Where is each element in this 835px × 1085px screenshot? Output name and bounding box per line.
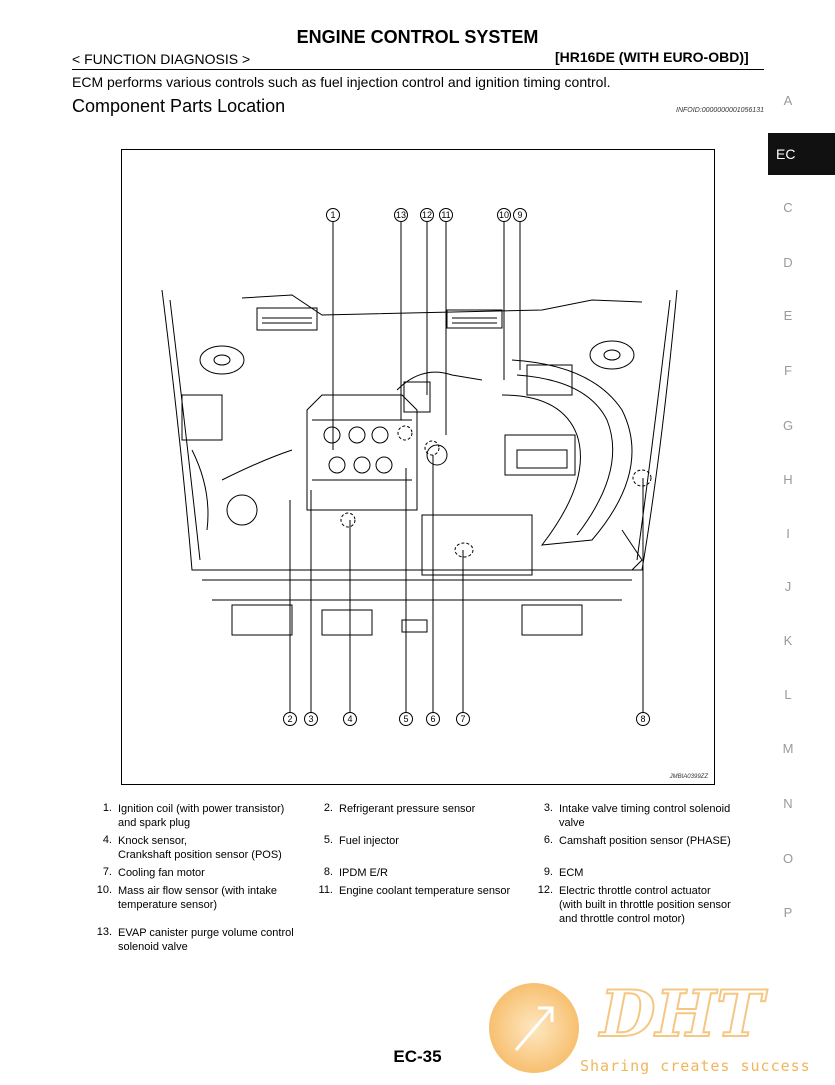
page-number: EC-35 bbox=[393, 1047, 442, 1066]
svg-text:10: 10 bbox=[499, 210, 509, 220]
callout-9: 9 bbox=[513, 208, 527, 222]
side-index-j[interactable]: J bbox=[784, 579, 792, 594]
intro-text: ECM performs various controls such as fu… bbox=[72, 74, 611, 90]
side-index-i[interactable]: I bbox=[786, 526, 790, 541]
side-index-d[interactable]: D bbox=[783, 255, 793, 270]
legend-number: 9. bbox=[543, 866, 553, 878]
svg-text:8: 8 bbox=[640, 714, 645, 724]
side-index-o[interactable]: O bbox=[782, 851, 794, 866]
legend-number: 1. bbox=[102, 802, 112, 814]
side-index-p[interactable]: P bbox=[783, 905, 793, 920]
svg-text:2: 2 bbox=[287, 714, 292, 724]
legend-number: 4. bbox=[102, 834, 112, 846]
callout-4: 4 bbox=[343, 712, 357, 726]
callout-1: 1 bbox=[326, 208, 340, 222]
side-index-h[interactable]: H bbox=[783, 472, 793, 487]
side-index-n[interactable]: N bbox=[783, 796, 793, 811]
legend-text: EVAP canister purge volume control solen… bbox=[118, 927, 294, 953]
watermark-tagline: Sharing creates success bbox=[580, 1057, 811, 1075]
legend-text: Engine coolant temperature sensor bbox=[339, 885, 511, 897]
legend-text: Cooling fan motor bbox=[118, 867, 205, 879]
legend-number: 2. bbox=[323, 802, 333, 814]
legend-text: Fuel injector bbox=[339, 835, 399, 847]
callout-8: 8 bbox=[636, 712, 650, 726]
legend-number: 3. bbox=[543, 802, 553, 814]
side-index-c[interactable]: C bbox=[783, 200, 793, 215]
legend-number: 8. bbox=[323, 866, 333, 878]
legend-number: 10. bbox=[96, 884, 112, 896]
section-heading: Component Parts Location bbox=[72, 96, 286, 116]
logo-letters: DHT bbox=[598, 978, 768, 1052]
callout-12: 12 bbox=[420, 208, 434, 222]
legend-text: Intake valve timing control solenoid val… bbox=[559, 803, 731, 829]
svg-text:7: 7 bbox=[460, 714, 465, 724]
watermark: DHT Sharing creates success bbox=[488, 976, 835, 1080]
callout-3: 3 bbox=[304, 712, 318, 726]
callout-7: 7 bbox=[456, 712, 470, 726]
model-label: [HR16DE (WITH EURO-OBD)] bbox=[555, 49, 749, 65]
svg-text:13: 13 bbox=[396, 210, 406, 220]
document-title: ENGINE CONTROL SYSTEM bbox=[296, 27, 539, 47]
legend-number: 11. bbox=[318, 884, 333, 896]
callout-2: 2 bbox=[283, 712, 297, 726]
legend-text: Electric throttle control actuator (with… bbox=[559, 885, 731, 925]
side-index-g[interactable]: G bbox=[782, 418, 794, 433]
legend-text: Mass air flow sensor (with intake temper… bbox=[118, 885, 277, 911]
side-index-e[interactable]: E bbox=[783, 308, 793, 323]
engine-bay-figure: 1 13 12 11 10 9 2 3 4 5 6 7 8 JMBIA0399ZZ bbox=[121, 149, 715, 785]
engine-bay-illustration: 1 13 12 11 10 9 2 3 4 5 6 7 8 bbox=[161, 208, 678, 726]
side-index-l[interactable]: L bbox=[784, 687, 792, 702]
callout-10: 10 bbox=[497, 208, 511, 222]
side-index-m[interactable]: M bbox=[782, 741, 794, 756]
legend-text: ECM bbox=[559, 867, 584, 879]
legend-text: Camshaft position sensor (PHASE) bbox=[559, 835, 731, 847]
side-index-a[interactable]: A bbox=[783, 93, 793, 108]
legend-text: Knock sensor, Crankshaft position sensor… bbox=[118, 835, 282, 861]
side-index-k[interactable]: K bbox=[783, 633, 793, 648]
legend-number: 13. bbox=[96, 926, 112, 938]
info-id: INFOID:0000000001056131 bbox=[676, 107, 764, 114]
svg-text:11: 11 bbox=[441, 210, 450, 220]
callout-11: 11 bbox=[439, 208, 453, 222]
legend-number: 5. bbox=[323, 834, 333, 846]
legend-number: 6. bbox=[543, 834, 553, 846]
svg-text:4: 4 bbox=[347, 714, 352, 724]
header-rule bbox=[72, 69, 764, 70]
side-index-f[interactable]: F bbox=[784, 363, 792, 378]
svg-text:1: 1 bbox=[330, 210, 335, 220]
side-index-ec[interactable]: EC bbox=[768, 133, 835, 175]
svg-text:3: 3 bbox=[308, 714, 313, 724]
svg-text:5: 5 bbox=[403, 714, 408, 724]
arrow-icon bbox=[514, 1006, 554, 1051]
svg-text:6: 6 bbox=[430, 714, 435, 724]
legend-text: Ignition coil (with power transistor) an… bbox=[118, 803, 285, 829]
svg-text:12: 12 bbox=[422, 210, 432, 220]
breadcrumb: < FUNCTION DIAGNOSIS > bbox=[72, 51, 251, 67]
callout-6: 6 bbox=[426, 712, 440, 726]
legend-number: 7. bbox=[102, 866, 112, 878]
legend-number: 12. bbox=[537, 884, 553, 896]
legend-text: Refrigerant pressure sensor bbox=[339, 803, 476, 815]
dht-logo: DHT bbox=[489, 976, 769, 1073]
callout-13: 13 bbox=[394, 208, 408, 222]
legend-text: IPDM E/R bbox=[339, 867, 388, 879]
callout-5: 5 bbox=[399, 712, 413, 726]
figure-code: JMBIA0399ZZ bbox=[669, 774, 708, 780]
svg-text:9: 9 bbox=[517, 210, 522, 220]
